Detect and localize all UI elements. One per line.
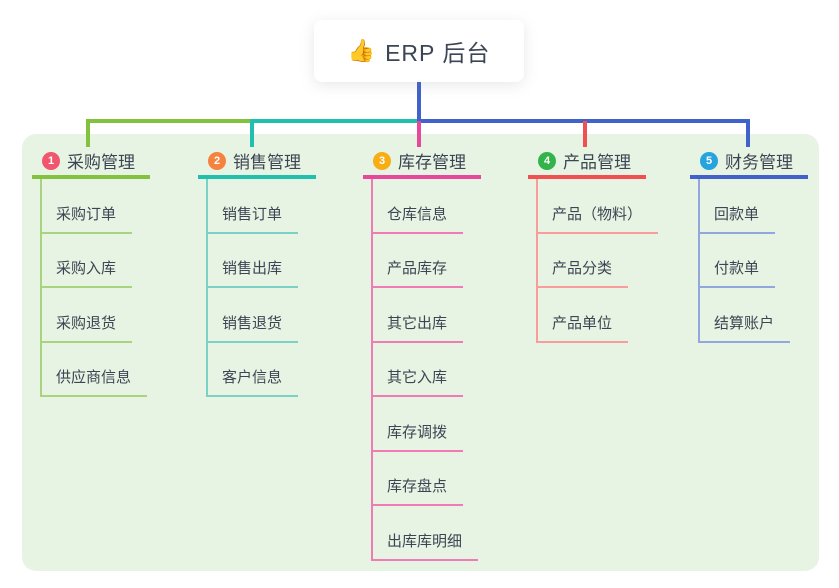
child-label: 仓库信息 — [387, 205, 448, 223]
child-label: 销售退货 — [222, 314, 283, 332]
branch-column-finance: 5 财务管理 回款单 付款单 结算账户 — [690, 146, 808, 343]
branch-underline — [363, 175, 481, 179]
child-item[interactable]: 回款单 — [700, 179, 776, 234]
child-item[interactable]: 其它入库 — [373, 343, 464, 397]
child-item[interactable]: 库存调拨 — [373, 397, 464, 452]
branch-column-purchase: 1 采购管理 采购订单 采购入库 采购退货 供应商信息 — [32, 146, 150, 397]
branch-number-badge: 5 — [700, 151, 718, 170]
branch-column-inventory: 3 库存管理 仓库信息 产品库存 其它出库 其它入库 库存调拨 库存盘点 出库库… — [363, 146, 481, 561]
children-group-purchase: 采购订单 采购入库 采购退货 供应商信息 — [40, 179, 148, 397]
child-item[interactable]: 产品分类 — [538, 234, 629, 288]
thumbs-up-icon: 👍 — [347, 38, 376, 63]
child-item[interactable]: 仓库信息 — [373, 179, 464, 234]
child-item[interactable]: 供应商信息 — [42, 343, 148, 397]
branch-column-product: 4 产品管理 产品（物料） 产品分类 产品单位 — [528, 146, 659, 343]
branch-label: 销售管理 — [233, 153, 301, 172]
child-item[interactable]: 采购订单 — [42, 179, 133, 234]
child-item[interactable]: 付款单 — [700, 234, 776, 288]
branch-number-badge: 3 — [373, 151, 391, 170]
child-item[interactable]: 产品单位 — [538, 288, 629, 343]
branch-underline — [32, 175, 150, 179]
branch-number-badge: 2 — [208, 151, 226, 170]
child-label: 回款单 — [714, 205, 760, 223]
branch-label: 产品管理 — [563, 153, 631, 172]
branch-header-finance[interactable]: 5 财务管理 — [690, 146, 808, 175]
child-label: 其它入库 — [387, 369, 448, 386]
child-item[interactable]: 库存盘点 — [373, 452, 464, 506]
child-label: 产品库存 — [387, 260, 448, 277]
branch-drop-inventory — [417, 121, 421, 147]
child-label: 产品分类 — [552, 260, 613, 277]
branch-header-inventory[interactable]: 3 库存管理 — [363, 146, 481, 175]
child-label: 产品单位 — [552, 314, 613, 332]
child-label: 其它出库 — [387, 314, 448, 332]
child-item[interactable]: 销售订单 — [208, 179, 299, 234]
children-group-finance: 回款单 付款单 结算账户 — [698, 179, 791, 343]
branch-label: 采购管理 — [67, 153, 135, 172]
child-item[interactable]: 产品库存 — [373, 234, 464, 288]
children-group-inventory: 仓库信息 产品库存 其它出库 其它入库 库存调拨 库存盘点 出库库明细 — [371, 179, 479, 561]
child-label: 出库库明细 — [387, 532, 463, 550]
branch-header-product[interactable]: 4 产品管理 — [528, 146, 658, 175]
branch-header-sales[interactable]: 2 销售管理 — [198, 146, 316, 175]
child-label: 采购订单 — [56, 205, 117, 223]
root-node[interactable]: 👍 ERP 后台 — [314, 20, 524, 82]
connector-segment-left — [86, 119, 252, 123]
branch-drop-product — [583, 121, 587, 147]
connector-segment-middle — [250, 119, 419, 123]
child-label: 销售订单 — [222, 205, 283, 223]
child-item[interactable]: 销售出库 — [208, 234, 299, 288]
connector-root-stem — [417, 81, 421, 121]
child-item[interactable]: 其它出库 — [373, 288, 464, 343]
child-item[interactable]: 结算账户 — [700, 288, 791, 343]
child-label: 客户信息 — [222, 369, 283, 386]
child-label: 产品（物料） — [552, 205, 643, 223]
branch-underline — [690, 175, 808, 179]
branch-drop-sales — [250, 121, 254, 147]
child-label: 采购入库 — [56, 260, 117, 277]
child-label: 结算账户 — [714, 314, 775, 332]
branch-drop-purchase — [86, 121, 90, 147]
branch-number-badge: 4 — [538, 151, 556, 170]
branch-underline — [198, 175, 316, 179]
branch-underline — [528, 175, 646, 179]
root-node-label: ERP 后台 — [385, 40, 491, 66]
branch-number-badge: 1 — [42, 151, 60, 170]
branch-label: 财务管理 — [725, 153, 793, 172]
child-item[interactable]: 产品（物料） — [538, 179, 659, 234]
children-group-sales: 销售订单 销售出库 销售退货 客户信息 — [206, 179, 299, 397]
child-label: 库存盘点 — [387, 478, 448, 495]
child-label: 库存调拨 — [387, 423, 448, 441]
branches-panel — [22, 134, 819, 571]
child-item[interactable]: 采购入库 — [42, 234, 133, 288]
child-label: 付款单 — [714, 260, 760, 277]
children-group-product: 产品（物料） 产品分类 产品单位 — [536, 179, 659, 343]
child-label: 销售出库 — [222, 260, 283, 277]
branch-header-purchase[interactable]: 1 采购管理 — [32, 146, 150, 175]
child-item[interactable]: 采购退货 — [42, 288, 133, 343]
branch-column-sales: 2 销售管理 销售订单 销售出库 销售退货 客户信息 — [198, 146, 316, 397]
child-label: 采购退货 — [56, 314, 117, 332]
child-item[interactable]: 出库库明细 — [373, 506, 479, 561]
branch-drop-finance — [746, 121, 750, 147]
branch-label: 库存管理 — [398, 153, 466, 172]
child-item[interactable]: 销售退货 — [208, 288, 299, 343]
child-item[interactable]: 客户信息 — [208, 343, 299, 397]
child-label: 供应商信息 — [56, 369, 132, 386]
